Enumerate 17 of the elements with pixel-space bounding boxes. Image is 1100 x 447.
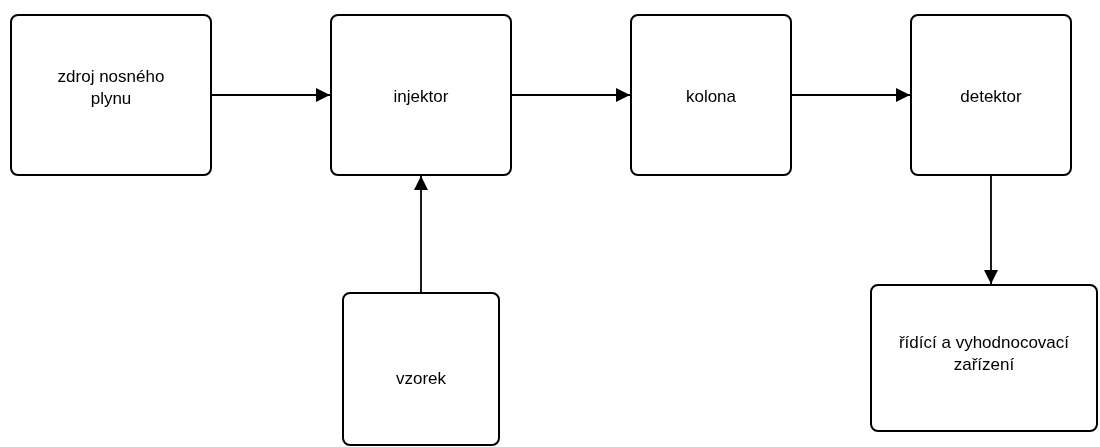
process-box (870, 284, 1098, 432)
node-label: vzorek (395, 368, 447, 390)
process-box (910, 14, 1072, 176)
process-box (10, 14, 212, 176)
arrow (791, 87, 911, 103)
arrow (413, 175, 429, 293)
process-box (342, 292, 500, 446)
arrow (211, 87, 331, 103)
arrow (983, 175, 999, 285)
process-box (330, 14, 512, 176)
node-label: kolona (685, 86, 737, 108)
node-label: detektor (960, 86, 1022, 108)
node-label: injektor (393, 86, 449, 108)
arrow (511, 87, 631, 103)
node-label: řídící a vyhodnocovací zařízení (897, 332, 1071, 377)
process-box (630, 14, 792, 176)
node-label: zdroj nosného plynu (56, 66, 166, 111)
